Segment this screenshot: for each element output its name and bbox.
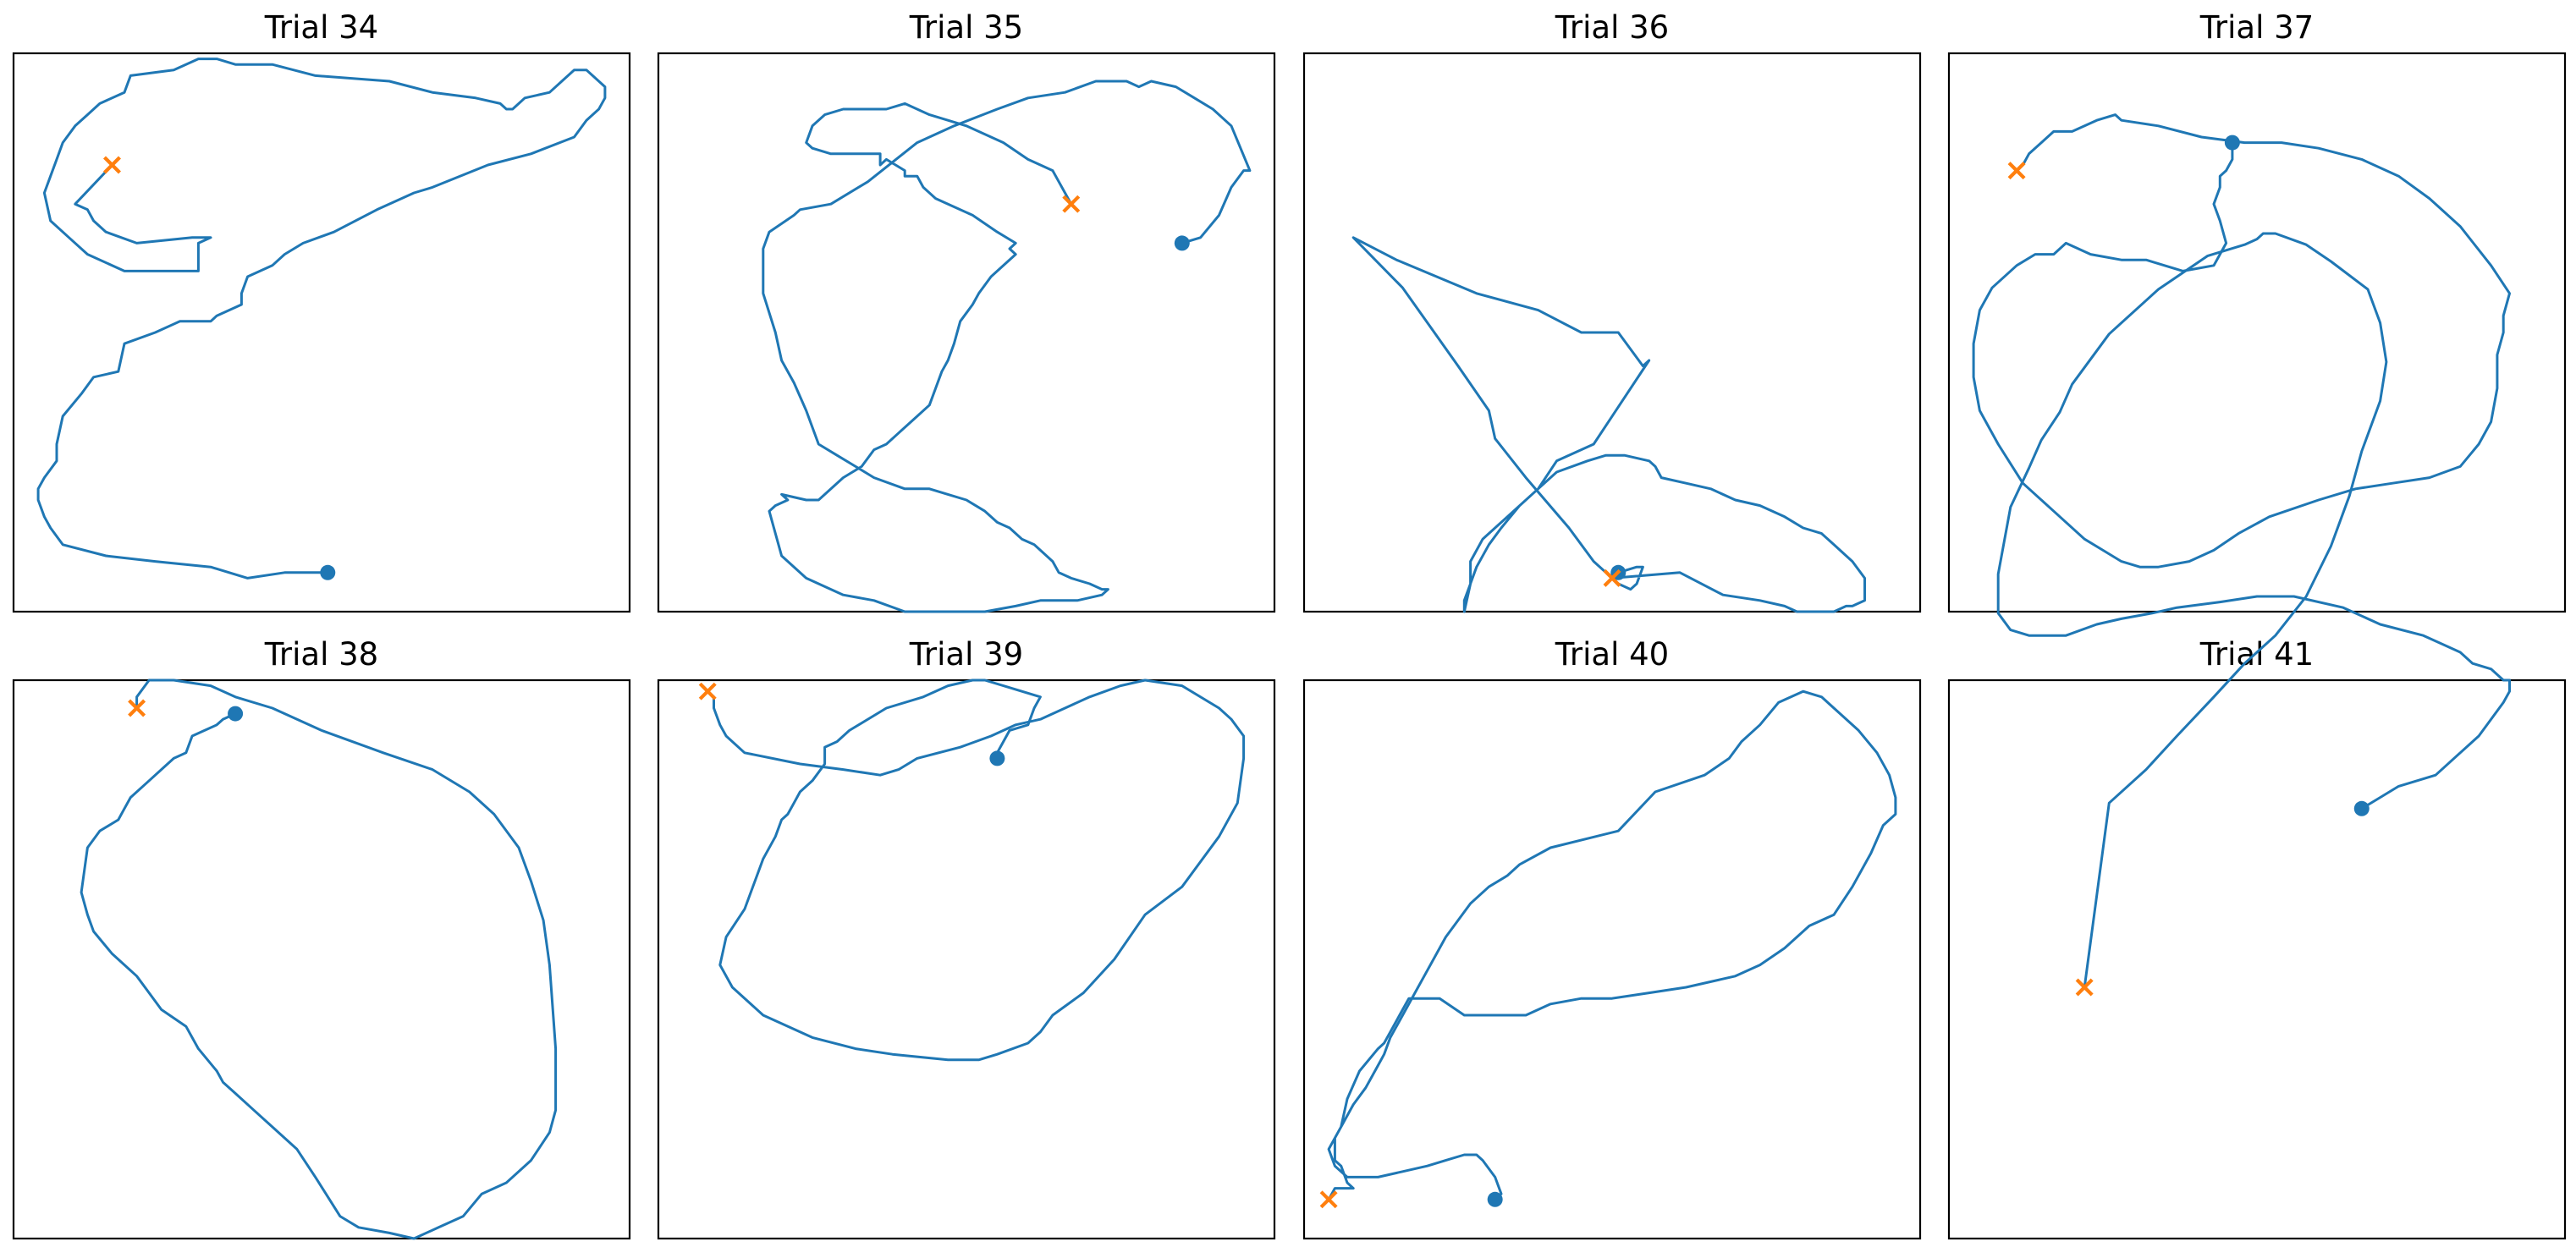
trajectory-line <box>706 678 1246 1062</box>
panel-8: Trial 41 <box>1947 232 2567 1240</box>
start-point <box>1174 235 1190 251</box>
start-point <box>1487 1191 1503 1207</box>
end-point <box>1603 569 1621 587</box>
end-point <box>102 156 121 174</box>
axes-frame <box>12 678 631 1240</box>
panel-2: Trial 35 <box>657 9 1276 613</box>
axes-frame <box>12 52 631 613</box>
start-point <box>2353 800 2370 816</box>
panel-1: Trial 34 <box>12 9 631 613</box>
end-point <box>698 682 717 700</box>
start-point <box>2224 135 2240 151</box>
panel-title: Trial 37 <box>2199 9 2314 46</box>
panel-title: Trial 39 <box>909 636 1023 673</box>
end-point <box>128 699 146 717</box>
axes-frame <box>1302 678 1922 1240</box>
start-point <box>989 750 1005 766</box>
axes-frame <box>657 678 1276 1240</box>
axes-frame <box>1947 52 2567 613</box>
panel-title: Trial 34 <box>264 9 378 46</box>
panel-4: Trial 37 <box>1947 9 2567 613</box>
end-point <box>2075 978 2094 997</box>
axes-frame <box>657 52 1276 613</box>
panel-title: Trial 41 <box>2199 636 2314 673</box>
panel-5: Trial 38 <box>12 636 631 1240</box>
trajectory-line <box>762 80 1252 613</box>
trajectory-line <box>1996 232 2511 989</box>
trajectory-line <box>1972 113 2511 569</box>
start-point <box>320 564 336 580</box>
end-point <box>1319 1190 1338 1209</box>
axes-frame <box>1302 52 1922 613</box>
trajectory-line <box>1351 236 1866 613</box>
panel-title: Trial 35 <box>909 9 1023 46</box>
end-point <box>1062 195 1081 213</box>
trajectory-line <box>1327 689 1897 1201</box>
panel-title: Trial 40 <box>1555 636 1669 673</box>
panel-6: Trial 39 <box>657 636 1276 1240</box>
trajectory-line <box>80 678 558 1240</box>
panel-3: Trial 36 <box>1302 9 1922 613</box>
start-point <box>228 706 244 722</box>
panel-7: Trial 40 <box>1302 636 1922 1240</box>
panel-title: Trial 36 <box>1555 9 1669 46</box>
axes-frame <box>1947 678 2567 1240</box>
end-point <box>2007 162 2026 180</box>
trajectory-line <box>36 58 607 580</box>
panel-title: Trial 38 <box>264 636 378 673</box>
